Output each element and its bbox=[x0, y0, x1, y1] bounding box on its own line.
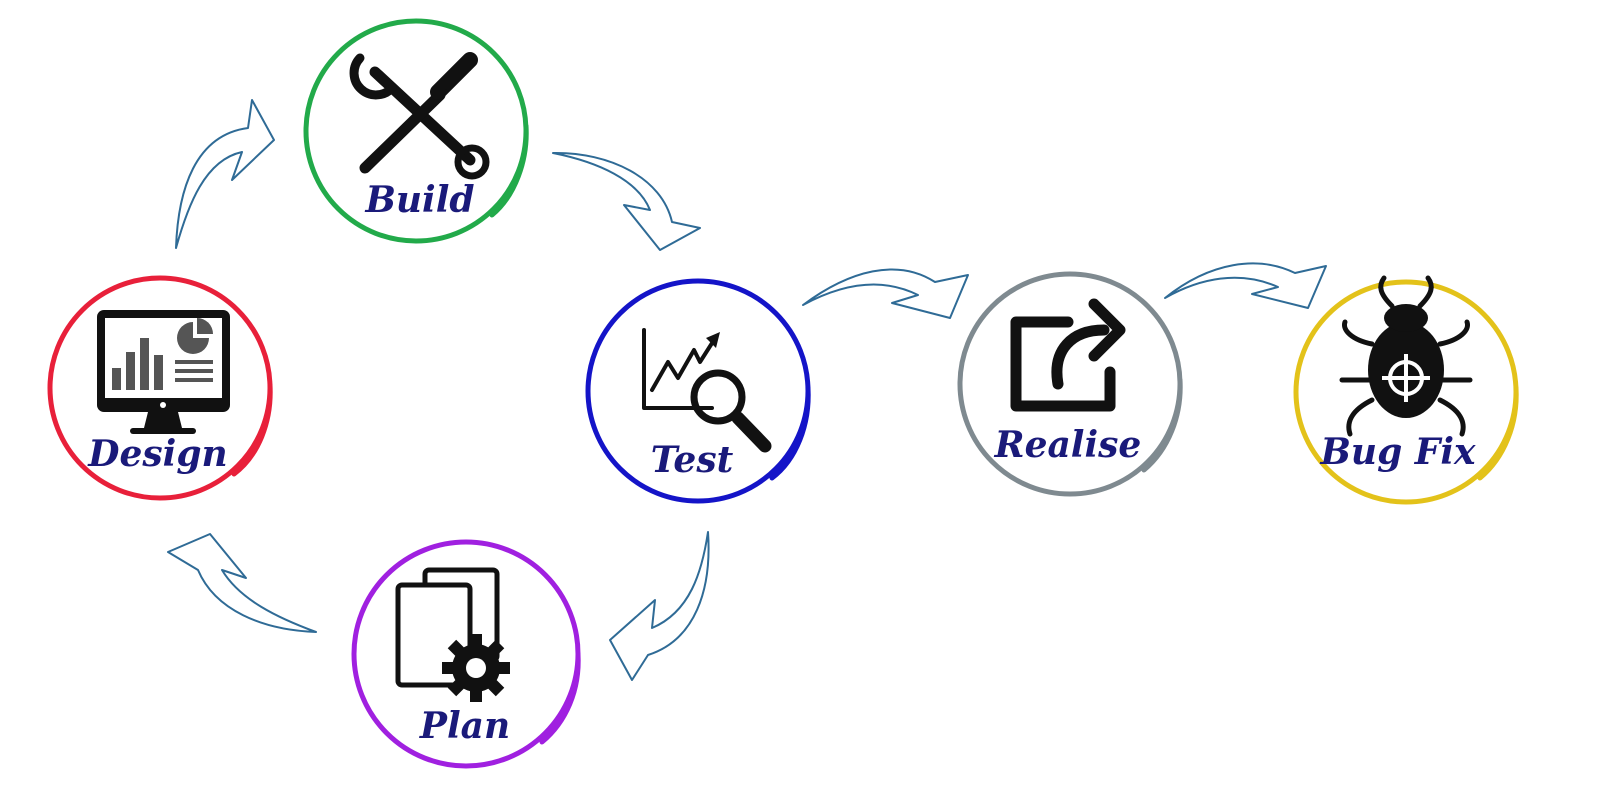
arrow-test-to-plan bbox=[609, 531, 710, 681]
design-ring-tail bbox=[231, 382, 273, 477]
wrench-screwdriver-icon bbox=[349, 52, 490, 180]
share-export-icon bbox=[1010, 298, 1126, 412]
design-label: Design bbox=[87, 433, 227, 475]
stage-realise: Realise bbox=[957, 271, 1183, 497]
realise-label: Realise bbox=[994, 424, 1142, 466]
stage-plan: Plan bbox=[351, 539, 581, 769]
stage-design: Design bbox=[47, 275, 273, 501]
bugfix-ring-tail bbox=[1477, 385, 1519, 481]
build-ring-tail bbox=[489, 123, 529, 218]
chart-magnifier-icon bbox=[642, 328, 772, 453]
bug-target-icon bbox=[1339, 275, 1473, 437]
stage-build: Build bbox=[303, 18, 529, 244]
arrow-realise-to-bugfix bbox=[1164, 262, 1327, 309]
realise-ring-tail bbox=[1141, 377, 1183, 473]
test-ring-tail bbox=[769, 385, 811, 481]
plan-label: Plan bbox=[419, 705, 510, 747]
monitor-chart-icon bbox=[97, 310, 230, 434]
arrow-design-to-build bbox=[175, 99, 275, 249]
build-label: Build bbox=[364, 179, 474, 221]
test-label: Test bbox=[651, 439, 734, 481]
arrow-build-to-test bbox=[552, 151, 701, 251]
documents-gear-icon bbox=[395, 567, 510, 702]
stage-bugfix: Bug Fix bbox=[1293, 275, 1519, 505]
arrow-plan-to-design bbox=[167, 533, 317, 633]
arrow-test-to-realise bbox=[802, 268, 969, 319]
bugfix-label: Bug Fix bbox=[1319, 431, 1476, 473]
cycle-arrows bbox=[167, 99, 1327, 681]
stage-test: Test bbox=[585, 278, 811, 504]
plan-ring-tail bbox=[539, 651, 581, 745]
